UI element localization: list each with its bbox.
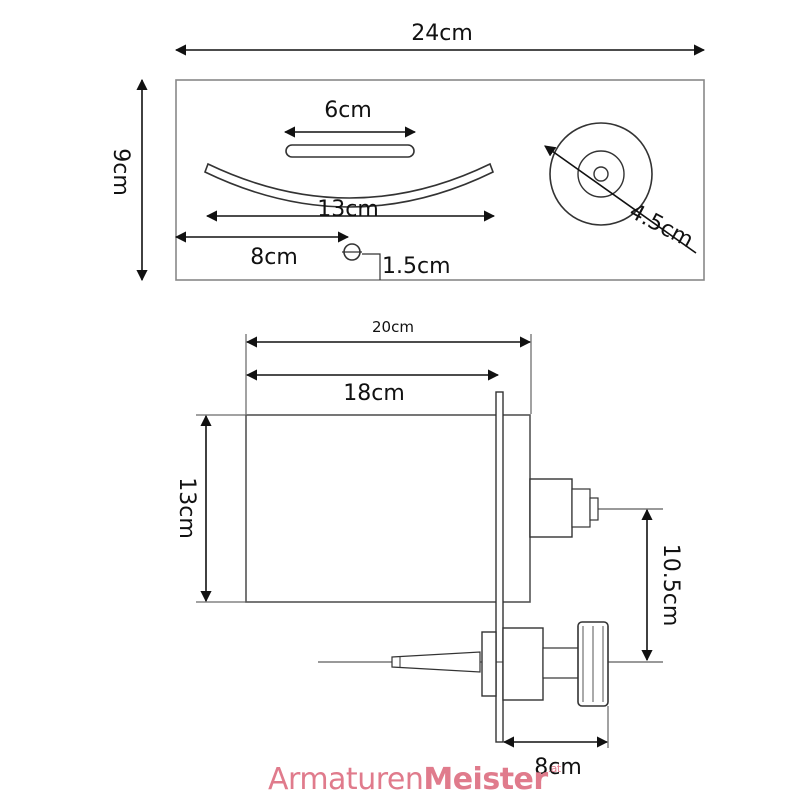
- hole-offset-label: 8cm: [250, 245, 298, 270]
- logo-part-armaturen: Armaturen: [268, 762, 424, 797]
- slot-width-label: 6cm: [324, 98, 372, 123]
- wall-plate: [495, 391, 504, 743]
- side-view: 20cm 18cm 13cm 10.5cm: [174, 318, 683, 780]
- top-width-label: 24cm: [411, 21, 473, 46]
- upper-connector-thread: [589, 497, 599, 521]
- curved-spout: [203, 162, 495, 208]
- upper-connector-cap: [571, 488, 591, 528]
- valve-stem: [542, 647, 580, 679]
- top-height-label: 9cm: [108, 148, 133, 196]
- logo-part-domain: .at: [547, 762, 562, 775]
- valve-offset-label: 10.5cm: [658, 544, 683, 627]
- curve-width-label: 13cm: [317, 197, 379, 222]
- valve-body: [502, 627, 544, 701]
- side-total-width-label: 20cm: [372, 318, 414, 336]
- side-body-width-label: 18cm: [343, 381, 405, 406]
- valve-handle: [391, 651, 481, 673]
- control-center-circle: [593, 166, 609, 182]
- valve-depth-label: 8cm: [534, 755, 582, 780]
- water-slot: [285, 144, 415, 158]
- hole-height-bracket: [362, 253, 381, 280]
- side-height-label: 13cm: [174, 477, 199, 539]
- upper-connector: [529, 478, 573, 538]
- top-view: 24cm 9cm 6cm 13cm 8cm 1.5cm 4.5cm: [108, 21, 706, 282]
- logo-part-meister: Meister: [423, 762, 548, 797]
- hole-height-label: 1.5cm: [382, 254, 451, 279]
- brand-logo: ArmaturenMeister.at: [268, 762, 561, 798]
- valve-nut-left: [481, 631, 497, 697]
- circle-diameter-line: [544, 145, 697, 254]
- side-body: [245, 414, 531, 603]
